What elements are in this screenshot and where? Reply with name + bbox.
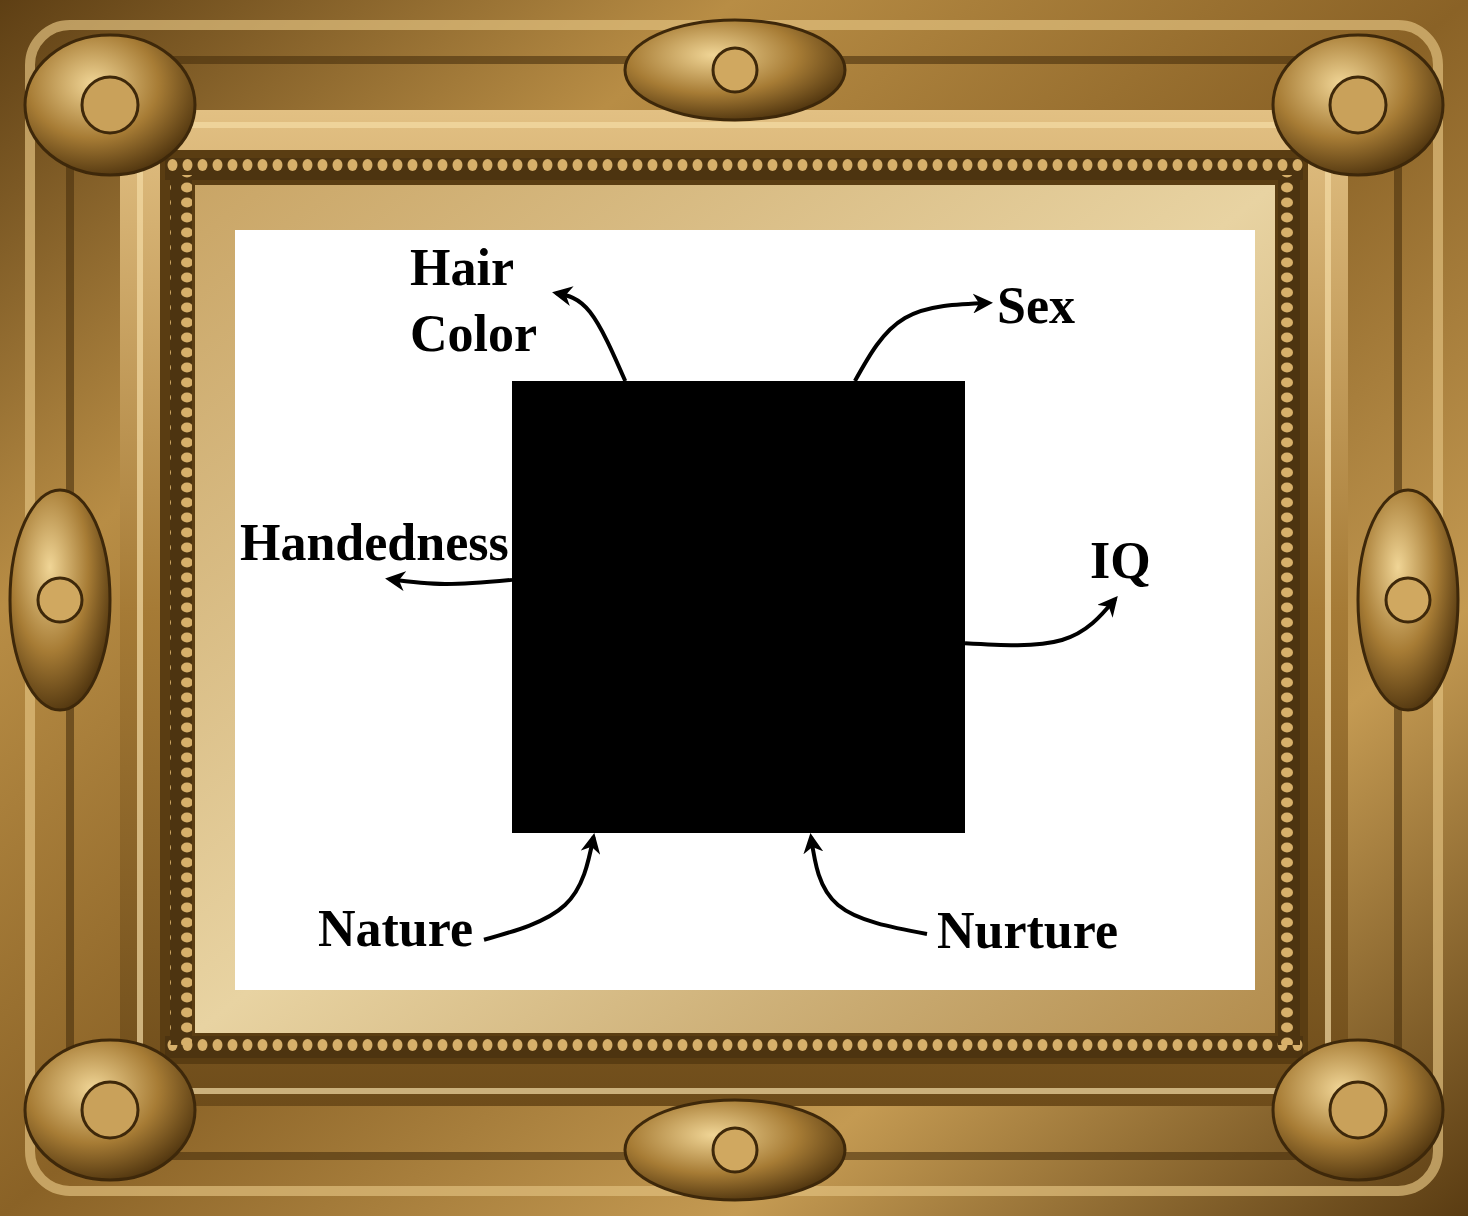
trait-label: Sex <box>997 276 1077 336</box>
arrow-connector <box>855 303 989 381</box>
canvas <box>235 230 1255 990</box>
corner-ornament <box>25 35 1443 1180</box>
trait-label: IQ <box>1090 531 1153 591</box>
arrow-connector <box>965 599 1115 645</box>
node-text: Nature <box>318 899 476 959</box>
side-ornament <box>10 20 1458 1200</box>
cause-label: Nurture <box>937 901 1121 961</box>
node-text: Handedness <box>240 513 511 573</box>
bead-row <box>165 1036 1303 1058</box>
arrow-connector <box>389 579 512 584</box>
bead-row <box>165 158 1303 180</box>
bead-row <box>170 175 192 1045</box>
arrow-connector <box>811 837 927 934</box>
trait-label: Handedness <box>240 513 511 573</box>
node-text: IQ <box>1090 531 1153 591</box>
frame-ridge <box>30 25 1438 1191</box>
arrow-connector <box>484 837 594 940</box>
node-text: Nurture <box>937 901 1121 961</box>
frame-groove <box>70 60 1398 1156</box>
bead-row <box>1278 175 1300 1045</box>
frame-ridge <box>140 125 1328 1091</box>
black-box <box>512 381 965 833</box>
frame-band <box>120 110 1348 1106</box>
frame-lip <box>195 185 1275 1033</box>
node-text: Hair Color <box>410 235 550 367</box>
cause-label: Nature <box>318 899 476 959</box>
frame-shadow <box>160 150 1308 1064</box>
arrow-connector <box>556 293 625 381</box>
node-text: Sex <box>997 276 1077 336</box>
trait-label: Hair Color <box>410 235 550 367</box>
